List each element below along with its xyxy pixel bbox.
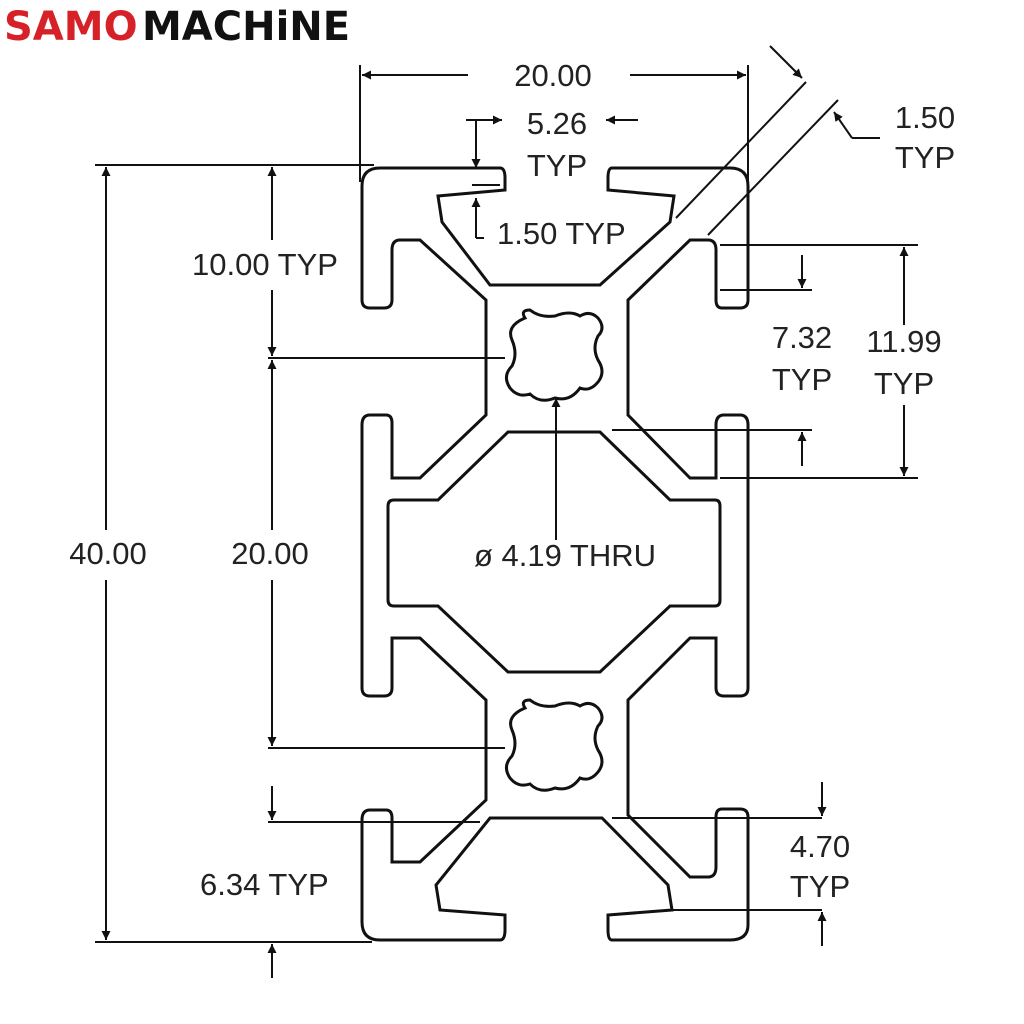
web-note: TYP	[790, 869, 850, 904]
slot-opening-note: TYP	[527, 148, 587, 183]
brand-logo-red: SAMO	[4, 4, 138, 50]
top-core-hole	[505, 308, 604, 402]
dimension-lines	[101, 45, 909, 978]
extension-lines	[95, 65, 918, 943]
wall-label: 1.50	[895, 100, 955, 135]
half-pitch-label: 10.00 TYP	[192, 247, 338, 282]
slot-width-label: 11.99	[866, 324, 941, 359]
pitch-label: 20.00	[231, 536, 309, 571]
wall-note: TYP	[895, 140, 955, 175]
center-cavity	[386, 430, 722, 674]
hole-label: ø 4.19 THRU	[474, 538, 656, 573]
web-label: 4.70	[790, 829, 850, 864]
slot-width-note: TYP	[874, 366, 934, 401]
slot-lip-label: 1.50 TYP	[497, 216, 626, 251]
slot-depth-note: TYP	[772, 362, 832, 397]
height-label: 40.00	[69, 536, 147, 571]
slot-depth-label: 7.32	[772, 320, 832, 355]
brand-logo-black: MACHiNE	[142, 4, 350, 50]
slot-opening-label: 5.26	[527, 106, 587, 141]
flange-label: 6.34 TYP	[200, 867, 329, 902]
width-label: 20.00	[514, 58, 592, 93]
bottom-core-hole	[505, 698, 604, 792]
